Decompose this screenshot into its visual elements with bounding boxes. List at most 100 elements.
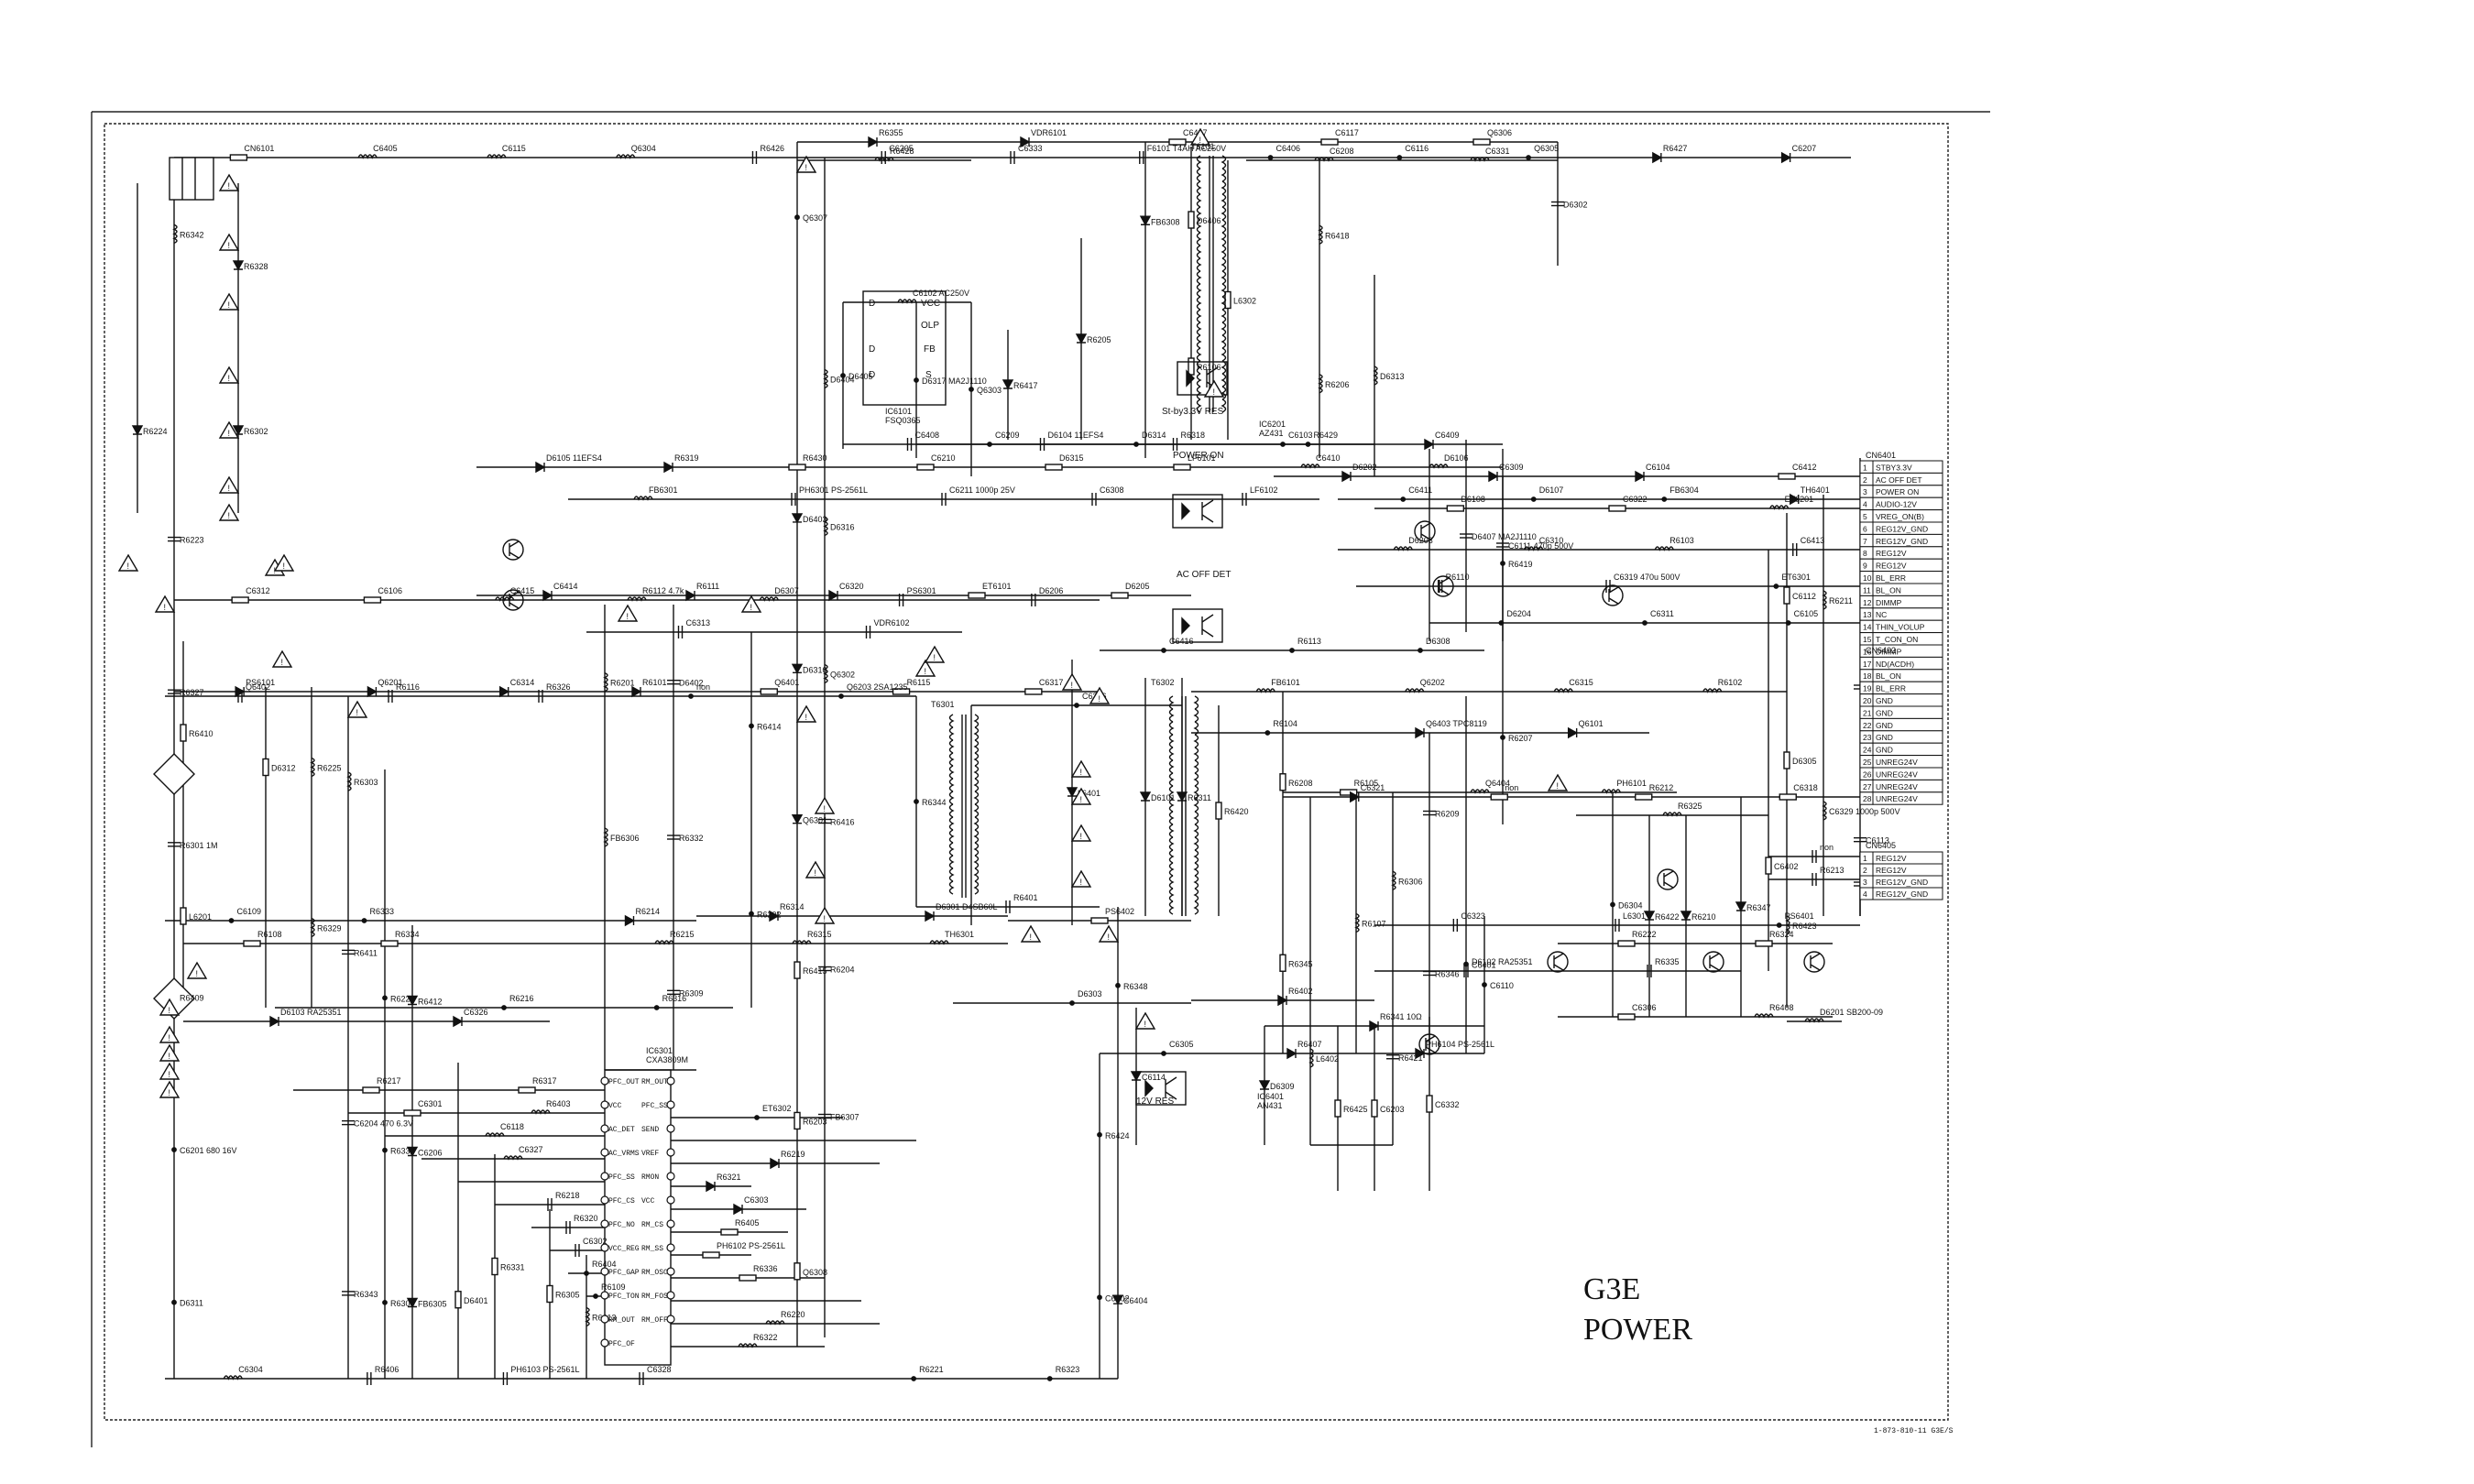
component-223 (495, 596, 515, 602)
component-256 (751, 151, 758, 164)
ic6301-pin-22: RM_OFF (641, 1316, 668, 1325)
component-label-193: R6220 (781, 1310, 805, 1319)
warning-icon: ! (924, 645, 946, 663)
component-135 (1446, 505, 1465, 512)
component-259 (1305, 442, 1311, 447)
component-202 (791, 513, 804, 524)
component-label-236: R6406 (375, 1365, 400, 1374)
component-label-43: Q6304 (631, 144, 656, 153)
component-48 (633, 496, 653, 501)
component-210 (1765, 857, 1772, 875)
component-label-34: Q6303 (977, 386, 1002, 395)
ic6101-pin-olp: OLP (921, 321, 939, 331)
warning-icon: ! (795, 704, 817, 723)
component-label-74: Q6307 (803, 213, 827, 223)
title-line1: G3E (1583, 1272, 1640, 1306)
connector-pin-num: 2 (1863, 866, 1867, 875)
component-label-233: R6403 (546, 1099, 571, 1108)
component-label-154: C6201 680 16V (180, 1146, 237, 1155)
component-label-98: C6315 (1569, 678, 1593, 687)
ic6301: IC6301 CXA3809M PFC_OUTVCCAC_DETAC_VRMSP… (600, 1046, 688, 1366)
component-269 (688, 693, 694, 699)
ic6101-part: FSQ0365 (885, 416, 921, 425)
ic6301-pin-14: SEND (641, 1126, 659, 1134)
component-label-53: D6307 (774, 586, 799, 595)
component-194 (911, 1376, 917, 1381)
component-label-86: C6333 (1018, 144, 1043, 153)
ic6101-ref: IC6101 (885, 407, 912, 416)
component-label-51: C6319 470u 500V (1614, 573, 1680, 582)
component-label-45: Q6306 (1487, 128, 1512, 137)
component-label-262: TH6401 (1801, 486, 1830, 495)
component-label-188: R6215 (670, 930, 695, 939)
component-115 (491, 1257, 498, 1276)
component-label-208: L6402 (1316, 1054, 1339, 1064)
component-label-203: D6404 (830, 376, 855, 385)
ic6101-pin-s: S (925, 370, 932, 380)
component-26 (168, 842, 181, 847)
component-14 (1264, 730, 1271, 736)
connector-pin-label: DIMMP (1876, 598, 1902, 607)
warning-icon: ! (218, 366, 240, 384)
component-label-225: Q6401 (774, 678, 799, 687)
ic6301-pin-21: RM_FOSC (641, 1293, 673, 1301)
component-187 (624, 914, 635, 927)
component-label-250: R6420 (1224, 807, 1249, 816)
connector-pin-num: 12 (1863, 598, 1872, 607)
component-153 (1804, 1018, 1824, 1023)
component-label-115: R6331 (500, 1263, 525, 1272)
component-93 (1524, 546, 1544, 551)
ic6301-pin-15: VREF (641, 1150, 659, 1158)
component-140 (892, 688, 911, 695)
component-label-145: R6108 (257, 930, 282, 939)
component-label-110: R6324 (1769, 930, 1794, 939)
ic6301-part: CXA3809M (646, 1055, 688, 1064)
component-label-4: C6103 (1288, 431, 1313, 440)
component-label-224: C6416 (1169, 637, 1194, 646)
component-label-263: ET6201 (1785, 495, 1814, 504)
component-157 (406, 1146, 419, 1157)
warning-mark: ! (1080, 832, 1083, 841)
component-label-194: R6221 (919, 1365, 944, 1374)
component-label-84: R6348 (1123, 982, 1148, 991)
component-label-120: R6106 (1197, 363, 1221, 372)
warning-icon: ! (218, 420, 240, 439)
warning-mark: ! (356, 708, 359, 717)
component-label-136: R6110 (1446, 573, 1470, 582)
component-label-164: R6207 (1508, 734, 1533, 743)
component-label-1: F6101 T4AH AC250V (1147, 144, 1226, 153)
component-label-144: C6109 (237, 907, 262, 916)
optocoupler-1 (1172, 608, 1223, 643)
warning-mark: ! (164, 603, 167, 612)
warning-icon: ! (1547, 773, 1569, 791)
component-label-123: R6107 (1362, 920, 1386, 929)
connector-pin-label: GND (1876, 708, 1893, 717)
warning-mark: ! (1071, 681, 1074, 690)
component-165 (1279, 773, 1286, 791)
component-label-134: D6107 (1539, 486, 1564, 495)
component-label-175: C6210 (931, 453, 956, 463)
component-43 (616, 154, 636, 159)
component-label-52: C6320 (839, 582, 864, 591)
component-label-166: R6209 (1435, 810, 1460, 819)
component-label-76: FB6307 (830, 1113, 859, 1122)
transistor-9 (1418, 1033, 1440, 1055)
component-label-24: C6305 (1169, 1040, 1194, 1049)
ic6401-ref: IC6401 (1257, 1092, 1284, 1101)
component-253 (1785, 915, 1790, 935)
component-label-20: C6301 (418, 1099, 443, 1108)
component-label-90: D6315 (1059, 453, 1084, 463)
component-label-47: R6319 (674, 453, 699, 463)
transistor-3 (1432, 575, 1454, 597)
component-8 (1654, 546, 1674, 551)
component-67 (1369, 1020, 1380, 1032)
component-54 (1418, 648, 1423, 653)
component-156 (342, 1119, 355, 1126)
component-254 (1097, 1131, 1102, 1138)
component-label-260: R6430 (803, 453, 827, 463)
component-255 (1334, 1099, 1341, 1118)
warning-mark: ! (228, 181, 231, 191)
component-label-37: R6311 (1188, 793, 1211, 802)
component-149 (593, 1293, 598, 1299)
